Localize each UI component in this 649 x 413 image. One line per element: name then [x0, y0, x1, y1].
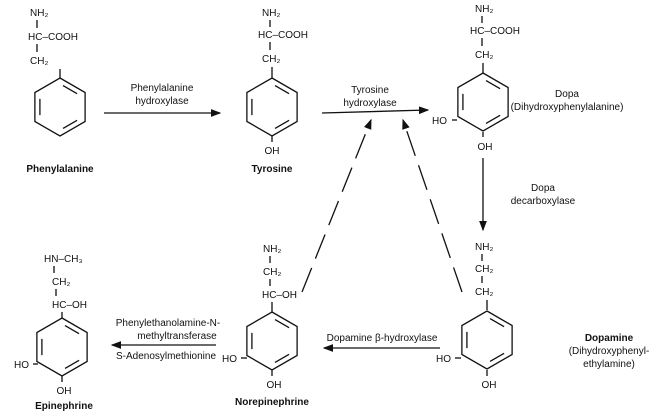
double-bond [62, 84, 78, 95]
ring-outline [246, 311, 298, 371]
hydroxyl-group-3: HO [432, 116, 447, 127]
alpha-carbon: HC–COOH [470, 26, 520, 37]
ring-outline [34, 77, 86, 137]
alpha-carbon: HC–COOH [28, 32, 78, 43]
hydroxyl-group-3: HO [436, 354, 451, 365]
amine-group: NH₂ [475, 242, 493, 253]
enzyme-label-1: Phenylalanine [131, 83, 194, 94]
reaction-ddc: Dopa decarboxylase [479, 158, 576, 232]
feedback-inhibition-dopamine [402, 118, 463, 293]
benzene-ring [246, 311, 298, 371]
enzyme-label-1: Phenylethanolamine-N- [116, 318, 221, 329]
alpha-carbon: CH₂ [475, 264, 493, 275]
double-bond [64, 324, 80, 335]
reaction-dbh: Dopamine β-hydroxylase [322, 333, 440, 352]
reaction-pnmt: Phenylethanolamine-N- methyltransferase … [110, 318, 221, 362]
amine-group: NH₂ [30, 8, 48, 19]
benzene-ring [36, 317, 88, 377]
norepinephrine-label: Norepinephrine [235, 397, 309, 408]
hydroxyl-group-3: HO [14, 360, 29, 371]
beta-carbon: HC–OH [52, 300, 87, 311]
double-bond [489, 352, 505, 363]
dopamine-full-name-1: (Dihydroxyphenyl- [569, 346, 649, 357]
double-bond [485, 114, 501, 125]
ring-outline [246, 77, 298, 137]
reaction-th: Tyrosine hydroxylase [321, 85, 430, 115]
cofactor-label: S-Adenosylmethionine [116, 351, 216, 362]
hydroxyl-group: OH [265, 146, 280, 157]
enzyme-label: Dopamine β-hydroxylase [327, 333, 438, 344]
dopa-label: Dopa [555, 89, 579, 100]
amine-group: NH₂ [475, 4, 493, 15]
amine-group: NH₂ [262, 8, 280, 19]
alpha-carbon: CH₂ [263, 267, 281, 278]
enzyme-label-2: methyltransferase [137, 331, 217, 342]
epinephrine-structure: HN–CH₃ CH₂ HC–OH HO OH Epinephrine [14, 254, 93, 412]
beta-carbon: CH₂ [262, 54, 280, 65]
beta-carbon: CH₂ [475, 287, 493, 298]
benzene-ring [461, 310, 513, 370]
arrow [321, 106, 430, 115]
phenylalanine-structure: NH₂ HC–COOH CH₂ Phenylalanine [26, 8, 94, 175]
double-bond [274, 84, 290, 95]
benzene-ring [246, 77, 298, 137]
tyrosine-structure: NH₂ HC–COOH CH₂ OH Tyrosine [252, 8, 308, 175]
beta-carbon: CH₂ [475, 50, 493, 61]
epinephrine-label: Epinephrine [35, 401, 93, 412]
feedback-inhibition-norepinephrine [301, 118, 372, 293]
beta-carbon: HC–OH [262, 290, 297, 301]
dopamine-structure: NH₂ CH₂ CH₂ HO OH Dopamine (Dihydroxyphe… [436, 242, 649, 391]
amine-group: NH₂ [263, 244, 281, 255]
hydroxyl-group-4: OH [482, 380, 497, 391]
reaction-pah: Phenylalanine hydroxylase [104, 83, 222, 117]
phenylalanine-label: Phenylalanine [26, 164, 94, 175]
double-bond [485, 79, 501, 90]
hydroxyl-group-4: OH [57, 386, 72, 397]
alpha-carbon: CH₂ [52, 277, 70, 288]
dopa-full-name: (Dihydroxyphenylalanine) [511, 102, 624, 113]
dopa-structure: NH₂ HC–COOH CH₂ HO OH Dopa (Dihydroxyphe… [432, 4, 623, 153]
benzene-ring [34, 77, 86, 137]
ring-outline [36, 317, 88, 377]
enzyme-label-2: decarboxylase [511, 196, 576, 207]
amine-group: HN–CH₃ [44, 254, 83, 265]
norepinephrine-structure: NH₂ CH₂ HC–OH HO OH Norepinephrine [222, 244, 309, 408]
double-bond [274, 318, 290, 329]
dopamine-full-name-2: ethylamine) [583, 359, 635, 370]
tyrosine-label: Tyrosine [252, 164, 293, 175]
alpha-carbon: HC–COOH [258, 30, 308, 41]
double-bond [489, 317, 505, 328]
ring-outline [457, 72, 509, 132]
hydroxyl-group-4: OH [478, 142, 493, 153]
hydroxyl-group-4: OH [267, 380, 282, 391]
double-bond [274, 119, 290, 130]
enzyme-label-1: Tyrosine [351, 85, 389, 96]
enzyme-label-2: hydroxylase [343, 98, 397, 109]
enzyme-label-2: hydroxylase [135, 96, 189, 107]
double-bond [274, 353, 290, 364]
enzyme-label-1: Dopa [531, 183, 555, 194]
hydroxyl-group-3: HO [222, 354, 237, 365]
beta-carbon: CH₂ [30, 56, 48, 67]
dopamine-label: Dopamine [585, 333, 634, 344]
double-bond [64, 359, 80, 370]
benzene-ring [457, 72, 509, 132]
double-bond [62, 119, 78, 130]
ring-outline [461, 310, 513, 370]
